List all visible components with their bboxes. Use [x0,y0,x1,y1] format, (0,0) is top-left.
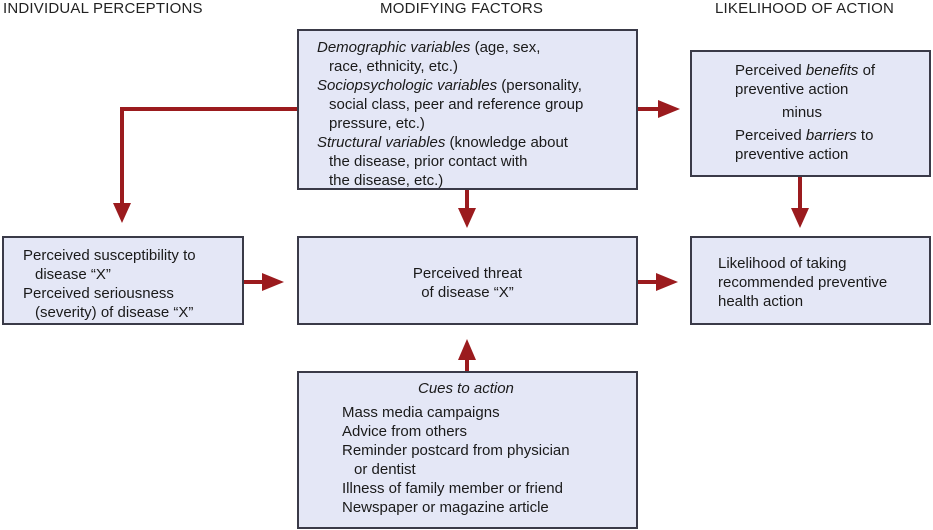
likelihood-line: Likelihood of taking [718,255,847,272]
demographic-line: Demographic variables (age, sex, [317,38,636,57]
barriers-word: barriers [805,127,857,144]
cue-item: Advice from others [342,423,468,440]
benefits-line-2: preventive action [735,81,849,98]
cues-title: Cues to action [418,380,514,397]
structural-label: Structural variables [317,134,446,151]
cue-item-continued: or dentist [354,461,416,478]
benefits-barriers-box: Perceived benefits of preventive action … [690,50,931,177]
benefits-suffix: of [858,62,876,79]
modifying-factors-box: Demographic variables (age, sex, race, e… [297,29,638,190]
arrowhead-threat-top [458,208,476,228]
structural-line: Structural variables (knowledge about [317,133,636,152]
threat-line: Perceived threat [412,265,523,282]
arrowhead-benefits [658,100,680,118]
sociopsych-line-3: pressure, etc.) [329,115,425,132]
benefits-line: Perceived benefits of [735,61,929,80]
sociopsych-line-2: social class, peer and reference group [329,96,584,113]
header-individual-perceptions: INDIVIDUAL PERCEPTIONS [3,0,203,17]
perceived-threat-box: Perceived threat of disease “X” [297,236,638,325]
barriers-line-2: preventive action [735,146,849,163]
barriers-suffix: to [856,127,874,144]
demographic-label: Demographic variables [317,39,471,56]
cues-to-action-box: Cues to action Mass media campaigns Advi… [297,371,638,529]
cue-item: Mass media campaigns [342,404,500,421]
susceptibility-line: Perceived susceptibility to [23,247,196,264]
sociopsych-line: Sociopsychologic variables (personality, [317,76,636,95]
header-modifying-factors: MODIFYING FACTORS [380,0,544,17]
cue-item: Illness of family member or friend [342,480,563,497]
threat-line-2: of disease “X” [421,284,514,301]
demographic-line-2: race, ethnicity, etc.) [329,58,458,75]
cue-item: Reminder postcard from physician [342,442,570,459]
barriers-prefix: Perceived [735,127,806,144]
barriers-line: Perceived barriers to [735,126,929,145]
arrowhead-threat-left [262,273,284,291]
arrowhead-threat-bottom [458,339,476,360]
minus-label: minus [782,104,823,121]
arrowhead-likelihood-left [656,273,678,291]
benefits-prefix: Perceived [735,62,806,79]
arrowhead-likelihood-top [791,208,809,228]
header-likelihood-of-action: LIKELIHOOD OF ACTION [715,0,895,17]
likelihood-line-2: recommended preventive [718,274,888,291]
arrowhead-perceptions [113,203,131,223]
likelihood-box: Likelihood of taking recommended prevent… [690,236,931,325]
individual-perceptions-box: Perceived susceptibility to disease “X” … [2,236,244,325]
seriousness-line-2: (severity) of disease “X” [35,304,194,321]
demographic-text: (age, sex, [470,39,541,56]
structural-line-2: the disease, prior contact with [329,153,528,170]
arrow-modifying-to-perceptions [120,107,297,206]
seriousness-line: Perceived seriousness [23,285,174,302]
benefits-word: benefits [805,62,859,79]
sociopsych-text: (personality, [497,77,582,94]
susceptibility-line-2: disease “X” [35,266,111,283]
structural-text: (knowledge about [445,134,568,151]
likelihood-line-3: health action [718,293,804,310]
structural-line-3: the disease, etc.) [329,172,444,189]
cue-item: Newspaper or magazine article [342,499,549,516]
sociopsych-label: Sociopsychologic variables [317,77,498,94]
